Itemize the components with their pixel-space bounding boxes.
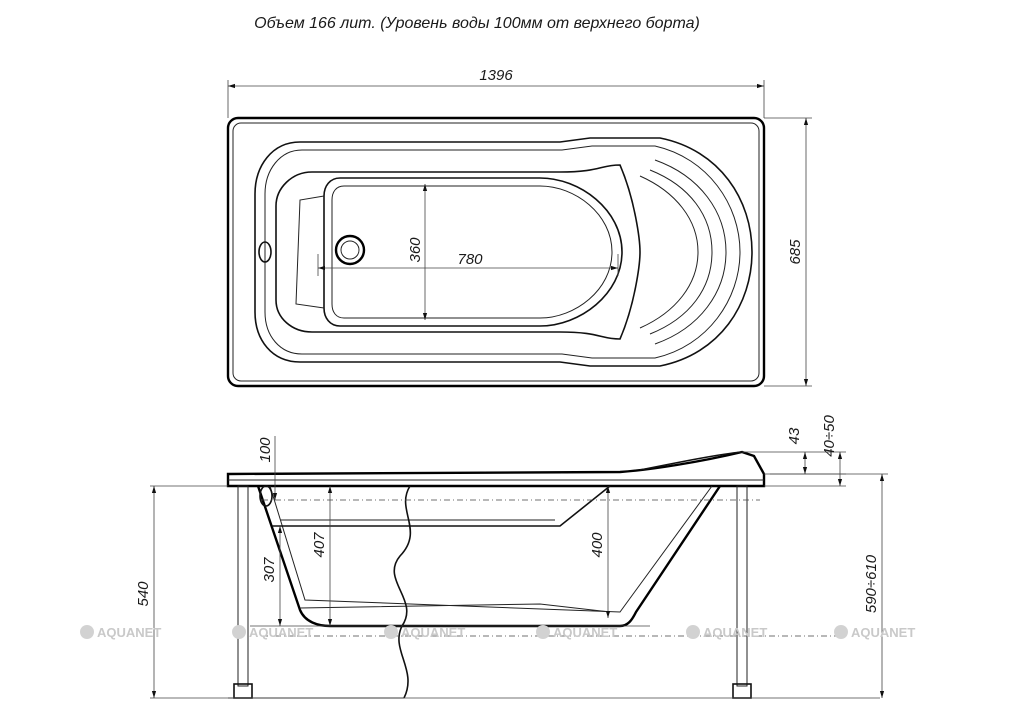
side-rim — [226, 450, 766, 488]
top-basin-floor — [323, 177, 623, 327]
watermark-2: AQUANET — [232, 625, 313, 640]
watermark-row: AQUANET AQUANET AQUANET AQUANET AQUANET … — [80, 625, 915, 640]
side-view: 100 307 407 400 540 43 40÷50 590÷610 — [135, 415, 888, 699]
dim-inner-length: 780 — [457, 251, 483, 268]
dim-inner-width: 360 — [407, 237, 424, 263]
svg-text:AQUANET: AQUANET — [401, 625, 465, 640]
dim-water-level: 100 — [257, 437, 274, 463]
dim-depth-deep: 400 — [589, 532, 606, 558]
svg-text:AQUANET: AQUANET — [97, 625, 161, 640]
svg-text:AQUANET: AQUANET — [851, 625, 915, 640]
dim-depth-shallow: 307 — [261, 557, 278, 583]
right-leg — [736, 485, 748, 687]
dim-rim-height: 43 — [786, 427, 803, 444]
dim-rim-range: 40÷50 — [821, 415, 838, 457]
dim-depth-mid: 407 — [311, 532, 328, 558]
svg-text:AQUANET: AQUANET — [703, 625, 767, 640]
dim-width: 685 — [787, 239, 804, 265]
svg-text:AQUANET: AQUANET — [553, 625, 617, 640]
top-bowl-outline — [254, 137, 753, 367]
drawing-title: Объем 166 лит. (Уровень воды 100мм от ве… — [254, 15, 700, 32]
watermark-1: AQUANET — [80, 625, 161, 640]
dim-height-total: 540 — [135, 581, 152, 607]
watermark-3: AQUANET — [384, 625, 465, 640]
watermark-6: AQUANET — [834, 625, 915, 640]
watermark-4: AQUANET — [536, 625, 617, 640]
svg-text:AQUANET: AQUANET — [249, 625, 313, 640]
top-view: 1396 685 360 780 — [226, 67, 812, 388]
overflow-hole — [258, 241, 272, 263]
dim-length: 1396 — [479, 67, 513, 84]
watermark-5: AQUANET — [686, 625, 767, 640]
dim-height-range: 590÷610 — [863, 554, 880, 613]
top-outer-rim — [226, 116, 766, 388]
drain-icon — [334, 234, 366, 266]
left-leg — [237, 485, 249, 687]
